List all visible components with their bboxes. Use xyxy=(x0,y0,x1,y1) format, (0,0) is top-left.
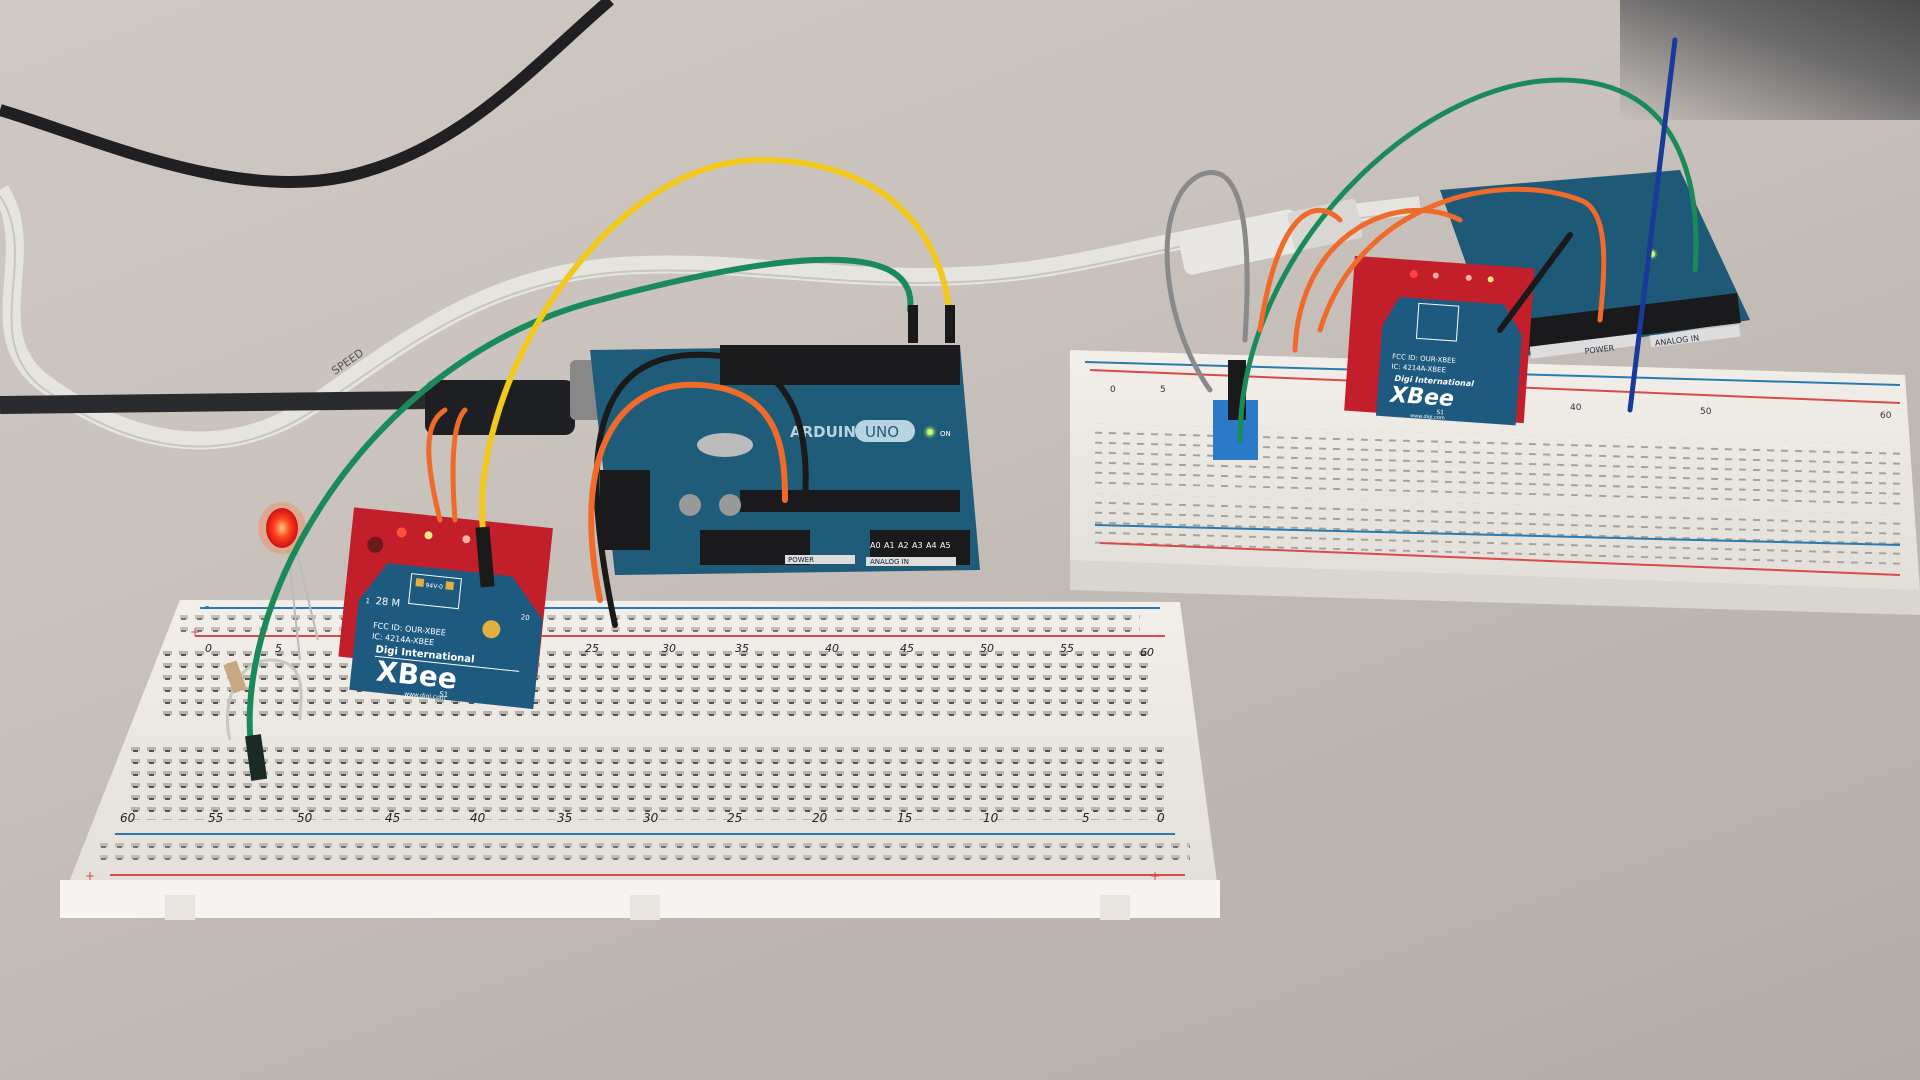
arduino-logo-text: ARDUINO xyxy=(790,423,869,441)
svg-text:35: 35 xyxy=(557,811,572,825)
svg-text:55: 55 xyxy=(208,811,223,825)
svg-text:60: 60 xyxy=(120,811,136,825)
svg-text:45: 45 xyxy=(900,642,914,655)
svg-text:15: 15 xyxy=(897,811,912,825)
svg-text:A2: A2 xyxy=(898,541,909,550)
antenna-pad xyxy=(482,620,501,639)
svg-text:94V-0: 94V-0 xyxy=(425,582,443,591)
svg-text:40: 40 xyxy=(470,811,486,825)
analog-in-label: ANALOG IN xyxy=(870,558,909,566)
svg-text:50: 50 xyxy=(980,642,994,655)
red-led xyxy=(258,502,319,661)
svg-text:28 M: 28 M xyxy=(375,596,401,610)
right-breadboard: 0 5 40 50 60 xyxy=(1070,350,1920,615)
svg-text:40: 40 xyxy=(1570,403,1582,413)
svg-text:A5: A5 xyxy=(940,541,951,550)
capacitor xyxy=(719,494,741,516)
svg-text:A0: A0 xyxy=(870,541,881,550)
svg-text:S1: S1 xyxy=(439,690,449,699)
svg-text:30: 30 xyxy=(662,642,676,655)
crystal xyxy=(697,433,753,457)
power-label: POWER xyxy=(788,556,814,564)
svg-text:+: + xyxy=(1150,869,1160,883)
svg-text:-: - xyxy=(205,599,209,613)
left-breadboard: 0 5 25 30 35 40 45 50 55 60 60 55 50 45 … xyxy=(60,599,1220,920)
svg-text:0: 0 xyxy=(1110,385,1116,395)
din-led xyxy=(462,535,471,544)
svg-text:1: 1 xyxy=(365,597,370,605)
power-label: POWER xyxy=(1584,343,1615,356)
svg-text:20: 20 xyxy=(520,613,530,622)
svg-text:45: 45 xyxy=(385,811,400,825)
svg-text:+: + xyxy=(190,625,200,639)
resistor xyxy=(223,658,303,741)
svg-text:5: 5 xyxy=(1082,811,1090,825)
right-xbee-module: FCC ID: OUR-XBEE IC: 4214A-XBEE Digi Int… xyxy=(1375,297,1522,426)
black-cable xyxy=(0,0,614,188)
svg-text:35: 35 xyxy=(735,642,749,655)
svg-text:A4: A4 xyxy=(926,541,937,550)
dout-led xyxy=(424,531,433,540)
svg-text:55: 55 xyxy=(1060,642,1074,655)
svg-text:www.digi.com: www.digi.com xyxy=(404,691,446,702)
svg-text:+: + xyxy=(85,869,95,883)
left-xbee-module: 94V-0 28 M 1 20 FCC ID: OUR-XBEE IC: 421… xyxy=(349,563,543,710)
svg-text:40: 40 xyxy=(825,642,839,655)
dc-jack xyxy=(600,470,650,550)
svg-text:50: 50 xyxy=(1700,407,1712,417)
svg-text:www.digi.com: www.digi.com xyxy=(1410,413,1445,421)
right-jumper-wires xyxy=(1164,37,1699,443)
capacitor xyxy=(679,494,701,516)
rssi-led xyxy=(396,527,407,538)
svg-text:ON: ON xyxy=(940,430,951,438)
svg-text:5: 5 xyxy=(1160,385,1166,395)
svg-text:25: 25 xyxy=(727,811,742,825)
svg-text:60: 60 xyxy=(1880,411,1892,421)
svg-text:S1: S1 xyxy=(1436,409,1444,417)
svg-text:0: 0 xyxy=(205,642,212,655)
svg-text:0: 0 xyxy=(1157,811,1165,825)
svg-text:A1: A1 xyxy=(884,541,895,550)
svg-text:50: 50 xyxy=(297,811,313,825)
svg-text:60: 60 xyxy=(1140,646,1154,659)
svg-text:20: 20 xyxy=(812,811,828,825)
svg-text:10: 10 xyxy=(983,811,999,825)
arduino-model-text: UNO xyxy=(865,423,899,441)
svg-text:30: 30 xyxy=(643,811,659,825)
svg-text:XBee: XBee xyxy=(1388,383,1455,413)
svg-text:A3: A3 xyxy=(912,541,923,550)
usb-plug-right xyxy=(1178,198,1363,275)
svg-text:5: 5 xyxy=(275,642,282,655)
svg-text:25: 25 xyxy=(585,642,599,655)
svg-text:IC: 4214A-XBEE: IC: 4214A-XBEE xyxy=(1391,363,1446,375)
left-jumper-wires xyxy=(245,156,955,781)
